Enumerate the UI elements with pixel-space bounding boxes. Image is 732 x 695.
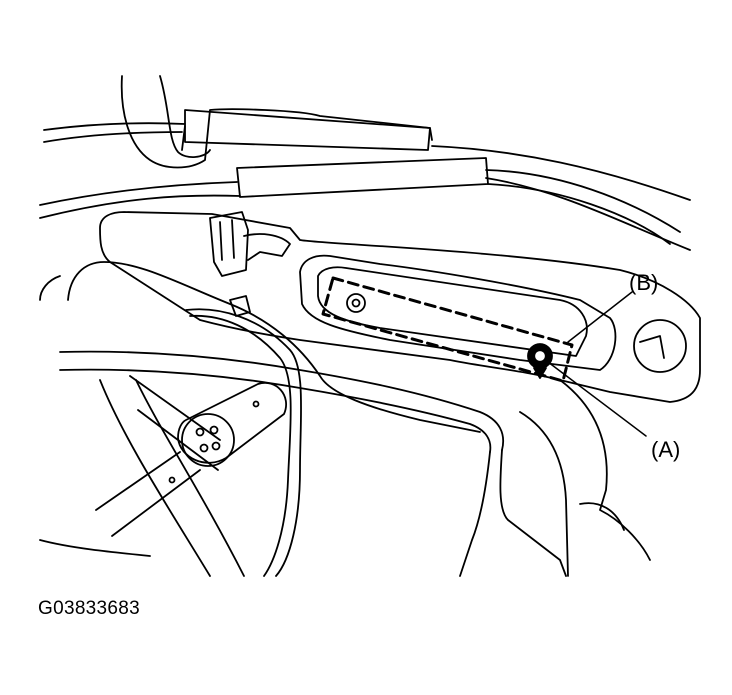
right-upper-edge-2 — [431, 145, 691, 201]
right-upper-edge — [485, 177, 691, 251]
callout-a-label: (A) — [651, 437, 680, 462]
right-lower-frame-2 — [519, 411, 569, 577]
area-b-dashed-box — [321, 276, 574, 383]
lower-rail-bottom — [59, 368, 492, 453]
wire-harness-1 — [67, 261, 481, 433]
lower-rail-down-2 — [459, 451, 491, 577]
leader-line-b — [567, 291, 633, 343]
upper-loop — [159, 75, 211, 158]
right-lower-frame — [559, 379, 651, 561]
lower-rail-down — [499, 449, 567, 577]
lower-rail-top — [59, 350, 504, 451]
panel-top-edge — [39, 181, 238, 206]
panel-frame — [99, 211, 701, 403]
lower-tube-sleeve — [236, 157, 489, 198]
upper-housing-outline — [120, 75, 433, 169]
upper-cable — [43, 122, 186, 151]
left-leg-2 — [99, 379, 211, 577]
left-leg — [135, 379, 245, 577]
upper-tube-sleeve — [184, 109, 431, 151]
mounting-pad — [299, 254, 617, 371]
bolt-left-center — [351, 298, 361, 308]
bolt-left — [346, 293, 366, 313]
figure-code: G03833683 — [38, 598, 141, 619]
connector-pin-3 — [199, 443, 209, 453]
small-hole-1 — [252, 400, 260, 408]
mounting-pad-inner — [317, 266, 588, 357]
panel-top-edge-2 — [39, 194, 241, 219]
connector-pin-2 — [209, 425, 219, 435]
connector-block — [209, 211, 249, 277]
round-connector-body — [177, 381, 287, 464]
bolt-a-center — [535, 351, 545, 361]
leader-line-a — [547, 361, 647, 437]
lower-tube-cable — [485, 169, 681, 245]
bolt-a-tab — [533, 367, 547, 379]
right-round-hole-notch — [639, 335, 665, 359]
right-round-hole — [633, 319, 687, 373]
right-foot — [579, 502, 625, 531]
connector-pin-4 — [211, 441, 221, 451]
left-bottom-edge — [39, 539, 151, 557]
left-panel-outline — [39, 275, 61, 301]
crossbar-lower — [95, 451, 201, 537]
callout-b-label: (B) — [629, 270, 658, 295]
connector-pin-1 — [195, 427, 205, 437]
round-connector-face — [181, 413, 235, 467]
wire-harness-3 — [189, 314, 292, 577]
small-hole-2 — [168, 476, 176, 484]
wire-grommet — [229, 295, 251, 317]
connector-rib — [219, 219, 235, 261]
connector-clip — [243, 233, 291, 261]
wire-harness-2 — [185, 308, 302, 577]
